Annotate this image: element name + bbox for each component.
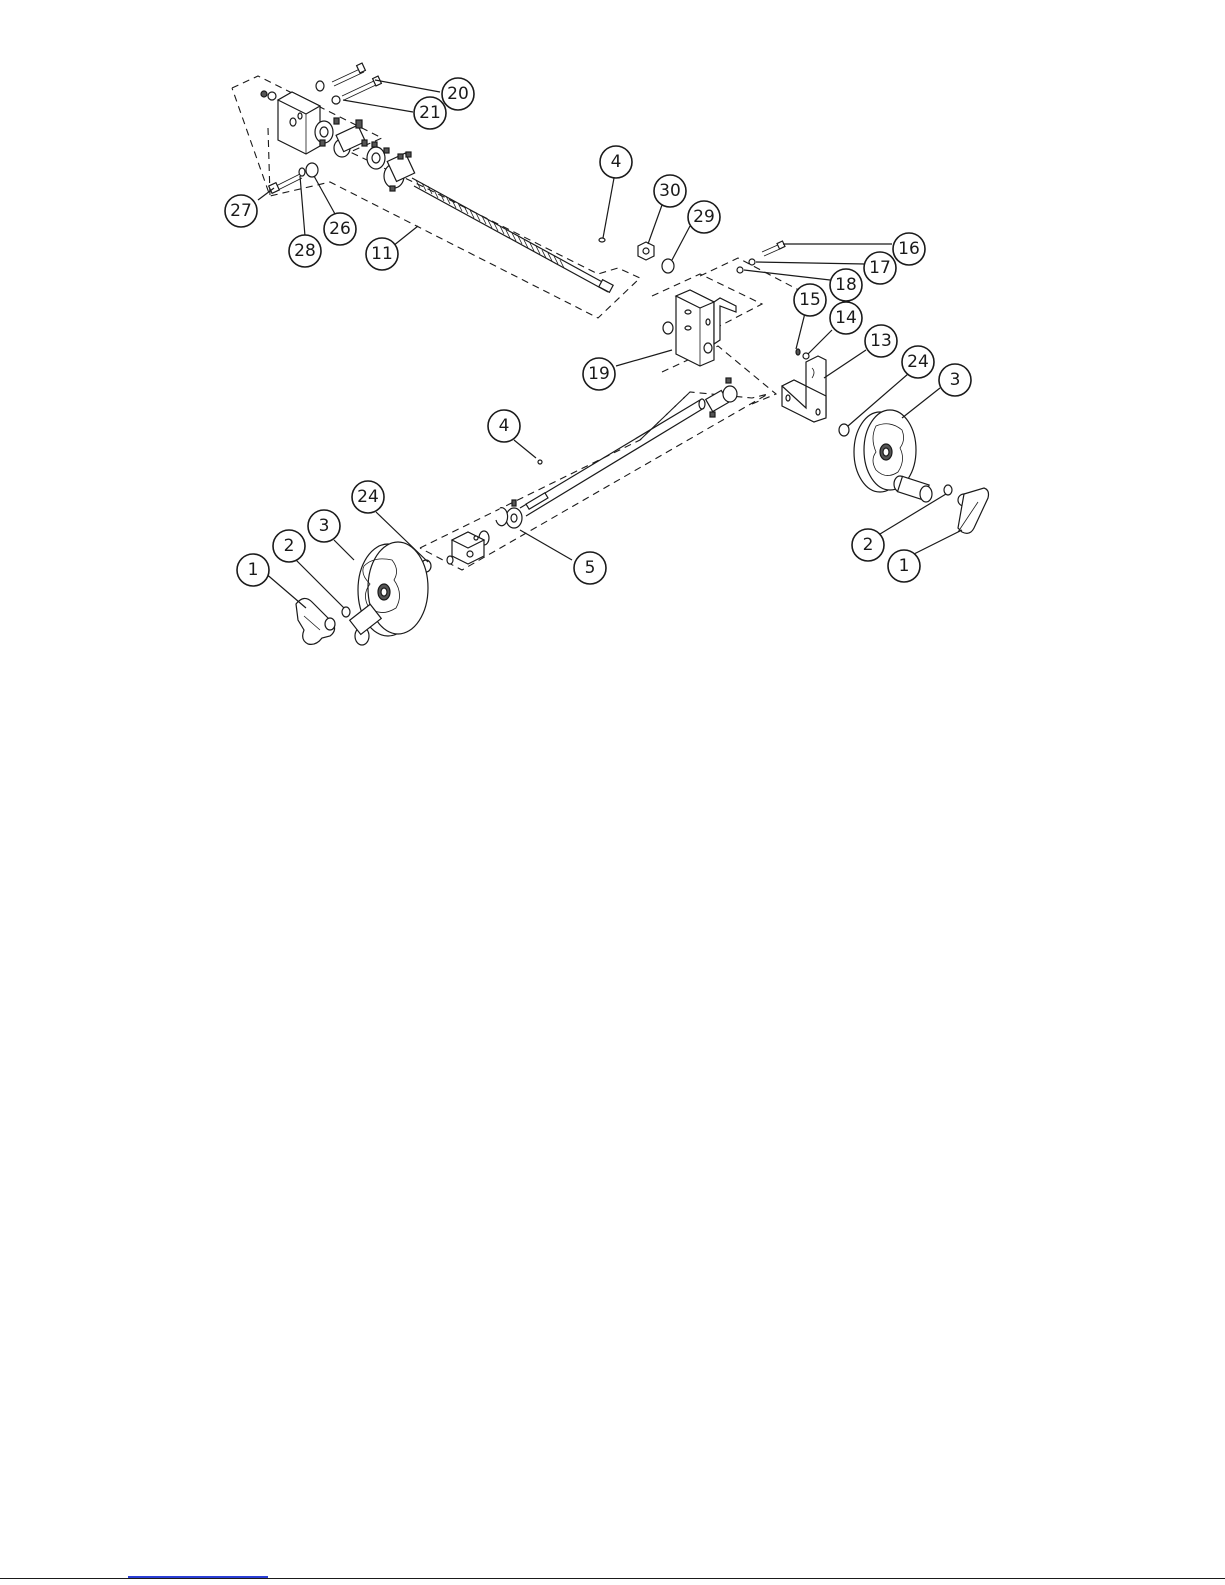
svg-text:16: 16 [898, 239, 920, 259]
callout-24-right: 24 [902, 346, 934, 378]
key-4-upper [599, 238, 605, 242]
svg-text:19: 19 [588, 364, 610, 384]
small-screw-top [261, 91, 267, 97]
callout-2-left: 2 [273, 530, 305, 562]
svg-text:4: 4 [499, 416, 510, 436]
svg-text:13: 13 [870, 331, 892, 351]
svg-text:20: 20 [447, 84, 469, 104]
callout-20: 20 [442, 78, 474, 110]
washer-29 [662, 259, 674, 273]
bracket-13 [782, 356, 826, 422]
callout-19: 19 [583, 358, 615, 390]
callout-17: 17 [864, 252, 896, 284]
bolt-27 [269, 174, 302, 193]
washer-28 [299, 168, 305, 176]
handwheel-3-left [350, 542, 428, 645]
callout-3-left: 3 [308, 510, 340, 542]
washer-21 [316, 81, 324, 91]
callout-4-upper: 4 [600, 146, 632, 178]
callout-1-left: 1 [237, 554, 269, 586]
callout-24-left: 24 [352, 481, 384, 513]
lever-handle-1-right [958, 488, 989, 533]
handwheel-3-right [854, 410, 932, 502]
bolt-20 [332, 63, 365, 86]
callout-1-right: 1 [888, 550, 920, 582]
bearing-block-b [367, 142, 389, 169]
callout-27: 27 [225, 195, 257, 227]
small-washer-top [268, 92, 276, 100]
callout-18: 18 [830, 269, 862, 301]
bolt-16 [762, 241, 785, 256]
washer-2-left [342, 607, 350, 617]
svg-text:17: 17 [869, 258, 891, 278]
nut-block [384, 152, 415, 191]
svg-text:24: 24 [907, 352, 929, 372]
svg-text:18: 18 [835, 275, 857, 295]
bracket-19 [663, 290, 736, 366]
svg-text:11: 11 [371, 244, 393, 264]
callout-15: 15 [794, 284, 826, 316]
svg-text:1: 1 [899, 556, 910, 576]
callout-4-lower: 4 [488, 410, 520, 442]
callout-11: 11 [366, 238, 398, 270]
footer-link-underline[interactable] [128, 1576, 268, 1578]
end-block [278, 92, 320, 154]
spacer-26 [306, 163, 318, 177]
washer-21b [332, 96, 340, 104]
callout-2-right: 2 [852, 529, 884, 561]
callout-28: 28 [289, 235, 321, 267]
key-4-lower [538, 460, 542, 464]
svg-text:15: 15 [799, 290, 821, 310]
svg-text:5: 5 [585, 558, 596, 578]
callout-3-right: 3 [939, 364, 971, 396]
svg-text:27: 27 [230, 201, 252, 221]
washer-18 [737, 267, 743, 273]
callout-30: 30 [654, 175, 686, 207]
callout-5: 5 [574, 552, 606, 584]
washer-lower [447, 556, 453, 564]
coupler [334, 120, 367, 157]
svg-text:2: 2 [863, 535, 874, 555]
washer-24-right [839, 424, 849, 436]
collar-lower [706, 378, 737, 417]
svg-text:24: 24 [357, 487, 379, 507]
svg-text:1: 1 [248, 560, 259, 580]
svg-text:2: 2 [284, 536, 295, 556]
screw-15 [796, 349, 800, 355]
svg-text:29: 29 [693, 207, 715, 227]
lower-shaft-assembly-5 [447, 378, 737, 564]
washer-17 [749, 259, 755, 265]
callout-21: 21 [414, 97, 446, 129]
svg-text:30: 30 [659, 181, 681, 201]
callout-13: 13 [865, 325, 897, 357]
callout-16: 16 [893, 233, 925, 265]
callout-29: 29 [688, 201, 720, 233]
callout-14: 14 [830, 302, 862, 334]
svg-text:4: 4 [611, 152, 622, 172]
svg-text:21: 21 [419, 103, 441, 123]
handle-grip-right [894, 476, 932, 502]
assembly-outlines [232, 76, 810, 570]
washer-2-right [944, 485, 952, 495]
svg-text:28: 28 [294, 241, 316, 261]
svg-text:3: 3 [950, 370, 961, 390]
svg-text:26: 26 [329, 219, 351, 239]
lever-handle-1-left [296, 598, 335, 644]
callout-26: 26 [324, 213, 356, 245]
nut-30 [638, 242, 654, 260]
footer-rule [0, 1578, 1225, 1579]
svg-text:3: 3 [319, 516, 330, 536]
svg-text:14: 14 [835, 308, 857, 328]
lower-shaft [520, 399, 705, 516]
